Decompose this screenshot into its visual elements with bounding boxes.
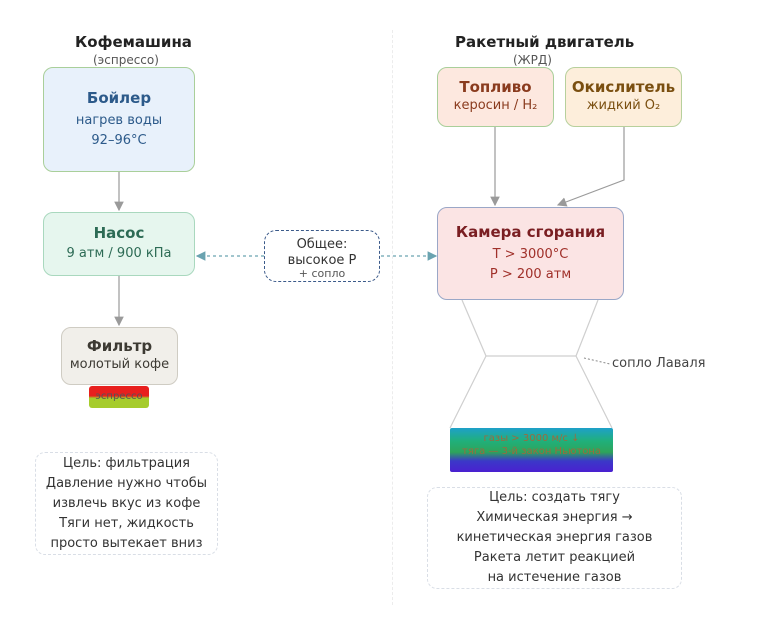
- chamber-title: Камера сгорания: [455, 222, 606, 241]
- pump-box: Насос 9 атм / 900 кПа: [43, 212, 195, 276]
- boiler-line2: 92–96°C: [91, 132, 147, 148]
- boiler-title: Бойлер: [86, 88, 152, 107]
- coffee-note-line: Давление нужно чтобы: [45, 475, 208, 491]
- chamber-line1: T > 3000°C: [492, 246, 569, 262]
- center-divider: [392, 30, 393, 605]
- combustion-chamber-box: Камера сгорания T > 3000°C P > 200 атм: [437, 207, 624, 300]
- rocket-note-line: кинетическая энергия газов: [456, 530, 653, 545]
- coffee-note: Цель: фильтрация Давление нужно чтобы из…: [35, 452, 218, 555]
- exhaust-line2: тяга — 3-й закон Ньютона: [462, 446, 601, 457]
- nozzle-right-edge: [575, 299, 613, 429]
- common-line2: высокое P: [287, 253, 357, 268]
- rocket-note-line: Ракета летит реакцией: [473, 550, 636, 565]
- filter-box: Фильтр молотый кофе: [61, 327, 178, 385]
- oxidizer-title: Окислитель: [571, 78, 676, 96]
- pump-line1: 9 атм / 900 кПа: [66, 246, 172, 261]
- coffee-note-line: извлечь вкус из кофе: [52, 495, 201, 511]
- espresso-output-label: эспрессо: [89, 386, 149, 408]
- rocket-engine-subtitle: (ЖРД): [513, 53, 552, 67]
- rocket-engine-title: Ракетный двигатель: [455, 33, 635, 51]
- coffee-note-line: Цель: фильтрация: [62, 455, 191, 471]
- nozzle-label-leader: [583, 357, 611, 365]
- common-line3: + сопло: [298, 267, 346, 280]
- coffee-note-line: просто вытекает вниз: [50, 535, 203, 551]
- oxidizer-line1: жидкий O₂: [586, 98, 661, 113]
- fuel-box: Топливо керосин / H₂: [437, 67, 554, 127]
- rocket-note: Цель: создать тягу Химическая энергия → …: [427, 487, 682, 589]
- rocket-note-line: на истечение газов: [487, 570, 622, 585]
- exhaust-box: газы > 3000 м/с ↓ тяга — 3-й закон Ньюто…: [450, 428, 613, 472]
- filter-line1: молотый кофе: [69, 357, 170, 372]
- coffee-note-line: Тяги нет, жидкость: [59, 515, 194, 531]
- nozzle-left-edge: [449, 299, 487, 429]
- coffee-machine-subtitle: (эспрессо): [93, 53, 159, 67]
- fuel-line1: керосин / H₂: [453, 98, 538, 113]
- coffee-machine-title: Кофемашина: [75, 33, 192, 51]
- rocket-note-line: Химическая энергия →: [476, 510, 633, 525]
- filter-title: Фильтр: [86, 337, 153, 355]
- fuel-title: Топливо: [459, 78, 532, 96]
- common-line1: Общее:: [296, 237, 348, 252]
- pump-title: Насос: [93, 224, 145, 242]
- exhaust-line1: газы > 3000 м/с ↓: [483, 433, 580, 444]
- rocket-note-line: Цель: создать тягу: [489, 490, 620, 505]
- arrow-oxidizer-chamber: [556, 127, 625, 207]
- boiler-box: Бойлер нагрев воды 92–96°C: [43, 67, 195, 172]
- common-box: Общее: высокое P + сопло: [264, 230, 380, 282]
- boiler-line1: нагрев воды: [75, 112, 163, 128]
- nozzle-label: сопло Лаваля: [612, 356, 706, 371]
- chamber-line2: P > 200 атм: [489, 266, 572, 282]
- oxidizer-box: Окислитель жидкий O₂: [565, 67, 682, 127]
